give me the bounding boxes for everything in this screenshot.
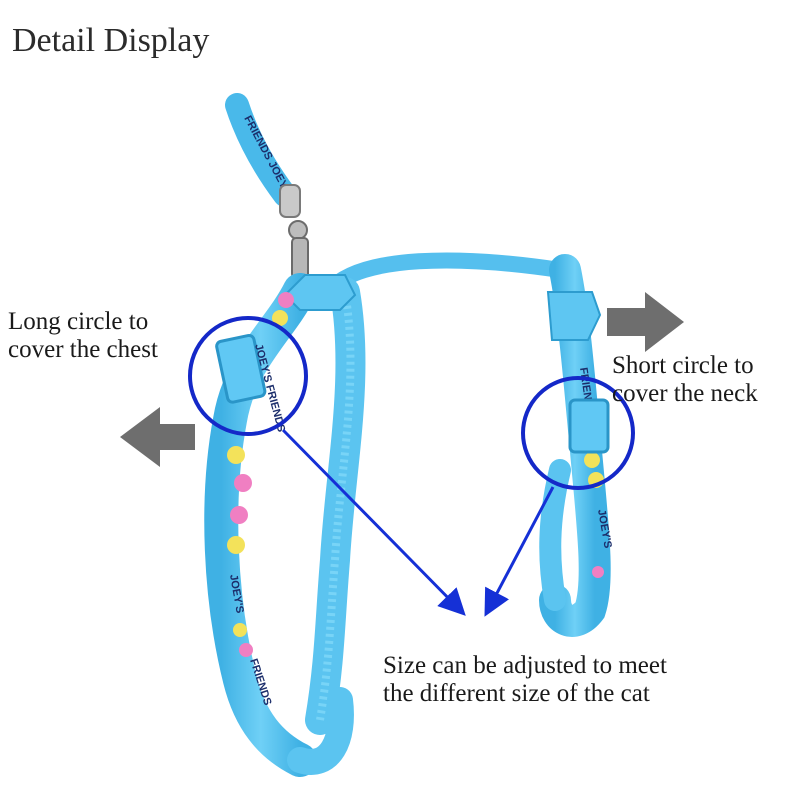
chest-label-line1: Long circle to [8, 308, 149, 335]
left-gray-arrow [120, 407, 195, 467]
neck-label-line2: cover the neck [612, 379, 758, 407]
neck-loop-label: Short circle to cover the neck [612, 352, 758, 407]
center-strap [323, 252, 562, 296]
size-adjust-label: Size can be adjusted to meet the differe… [383, 652, 667, 707]
page-title: Detail Display [12, 22, 210, 59]
chest-pointer-arrow [281, 428, 466, 616]
chest-highlight-circle [188, 316, 308, 436]
size-label-line1: Size can be adjusted to meet [383, 652, 667, 679]
neck-highlight-circle [521, 376, 635, 490]
chest-loop: JOEY'S FRIENDS [204, 273, 354, 777]
right-gray-arrow [607, 292, 684, 352]
neck-label-line1: Short circle to [612, 352, 754, 379]
right-buckle [546, 291, 602, 341]
chest-loop-label: Long circle to cover the chest [8, 308, 158, 363]
size-label-line2: the different size of the cat [383, 679, 650, 707]
neck-pointer-arrow [484, 486, 555, 617]
neck-adjuster [568, 398, 610, 454]
left-buckle [283, 274, 357, 311]
chest-label-line2: cover the chest [8, 335, 158, 363]
chest-adjuster [215, 333, 267, 404]
